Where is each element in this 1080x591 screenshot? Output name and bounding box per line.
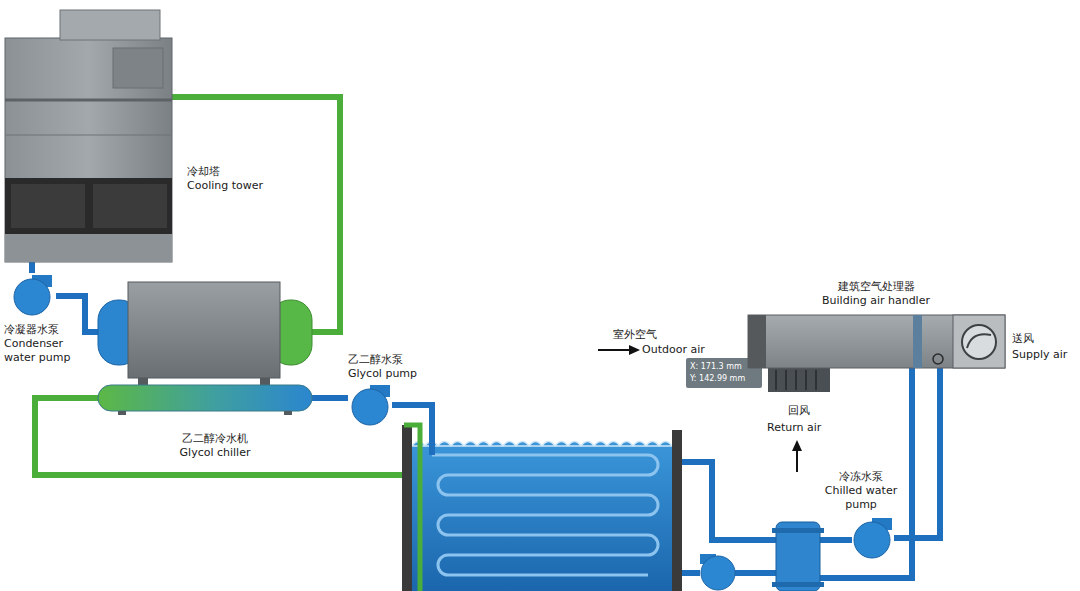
air-label: 送风 bbox=[1012, 332, 1034, 346]
pipe bbox=[894, 368, 940, 538]
node-label: 乙二醇冷水机 bbox=[160, 432, 270, 446]
node-caption: 冷却塔Cooling tower bbox=[187, 165, 263, 193]
secondary-pump bbox=[700, 554, 735, 590]
node-caption: 建筑空气处理器Building air handler bbox=[801, 280, 951, 308]
node-label: Cooling tower bbox=[187, 179, 263, 193]
glycol-chiller: 乙二醇冷水机Glycol chiller bbox=[98, 282, 312, 415]
node-caption: 乙二醇冷水机Glycol chiller bbox=[160, 432, 270, 460]
cooling-tower: 冷却塔Cooling tower bbox=[5, 10, 172, 262]
glycol-chiller-shape bbox=[98, 282, 312, 415]
return-air-grille bbox=[768, 368, 830, 392]
condenser-pump: 冷凝器水泵Condenser water pump bbox=[10, 273, 56, 319]
node-label: 冷却塔 bbox=[187, 165, 263, 179]
tooltip-text: X: 171.3 mm bbox=[690, 361, 742, 372]
air-label: Outdoor air bbox=[642, 343, 705, 357]
glycol-pump: 乙二醇水泵Glycol pump bbox=[348, 383, 392, 427]
node-label: 乙二醇水泵 bbox=[348, 353, 417, 367]
pipe bbox=[29, 262, 35, 273]
node-label: 冷凝器水泵 bbox=[4, 323, 76, 337]
node-label: Condenser water pump bbox=[4, 337, 76, 365]
glycol-supply-pipe bbox=[392, 405, 432, 455]
node-caption: 冷凝器水泵Condenser water pump bbox=[4, 323, 76, 365]
node-caption: 乙二醇水泵Glycol pump bbox=[348, 353, 417, 381]
condenser-pump-shape bbox=[10, 273, 56, 319]
node-label: Chilled water pump bbox=[824, 484, 898, 512]
air-handler-shape bbox=[748, 315, 1005, 368]
chilled-water-pump: 冷冻水泵Chilled water pump bbox=[850, 516, 894, 560]
air-label: 室外空气 bbox=[613, 328, 657, 342]
heat-exchanger bbox=[772, 522, 824, 591]
air-handler: 建筑空气处理器Building air handler bbox=[748, 315, 1005, 368]
air-label: 回风 bbox=[788, 404, 810, 418]
glycol-pump-shape bbox=[348, 383, 392, 427]
ice-storage-tank bbox=[402, 425, 682, 591]
node-label: 冷冻水泵 bbox=[824, 470, 898, 484]
node-caption: 冷冻水泵Chilled water pump bbox=[824, 470, 898, 512]
node-label: Glycol pump bbox=[348, 367, 417, 381]
chilled-water-pump-shape bbox=[850, 516, 894, 560]
node-label: Glycol chiller bbox=[160, 446, 270, 460]
tooltip-text: Y: 142.99 mm bbox=[690, 373, 745, 384]
pipe bbox=[312, 395, 348, 401]
cooling-tower-shape bbox=[5, 10, 172, 262]
pipe bbox=[56, 296, 98, 332]
air-label: Supply air bbox=[1012, 348, 1067, 362]
node-label: Building air handler bbox=[801, 294, 951, 308]
air-label: Return air bbox=[767, 421, 821, 435]
node-label: 建筑空气处理器 bbox=[801, 280, 951, 294]
